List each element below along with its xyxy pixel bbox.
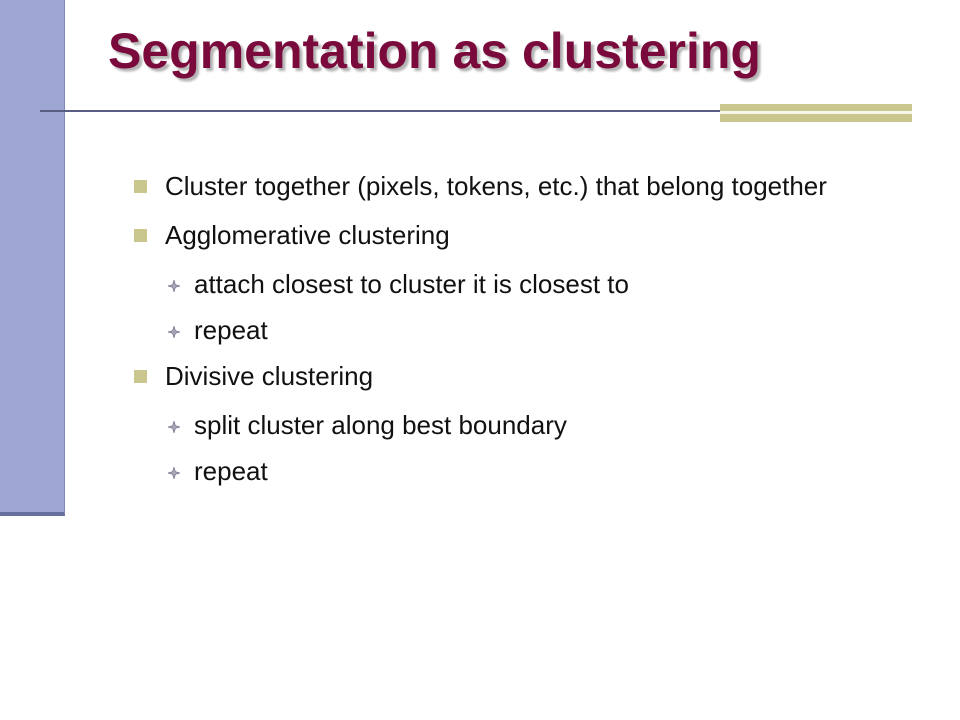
bullet-cluster-together: Cluster together (pixels, tokens, etc.) … [132, 168, 872, 205]
left-decorative-bar [0, 0, 65, 516]
slide-title: Segmentation as clustering [108, 23, 761, 79]
title-underline-rule [40, 110, 730, 112]
slide-bullet-list: Cluster together (pixels, tokens, etc.) … [132, 168, 872, 499]
subbullet-text: repeat [194, 456, 268, 486]
four-point-star-icon [168, 421, 180, 433]
subbullet-text: repeat [194, 315, 268, 345]
four-point-star-icon [168, 467, 180, 479]
title-accent-stripe [720, 111, 912, 114]
bullet-agglomerative-clustering: Agglomerative clustering [132, 217, 872, 254]
subbullet-text: split cluster along best boundary [194, 410, 567, 440]
subbullet-attach-closest: attach closest to cluster it is closest … [164, 266, 872, 302]
bullet-text: Agglomerative clustering [165, 220, 450, 250]
subbullet-repeat-divisive: repeat [164, 453, 872, 489]
subbullet-split-cluster: split cluster along best boundary [164, 407, 872, 443]
square-bullet-icon [134, 370, 147, 383]
subbullet-repeat-agglomerative: repeat [164, 312, 872, 348]
subbullet-text: attach closest to cluster it is closest … [194, 269, 629, 299]
bullet-text: Cluster together (pixels, tokens, etc.) … [165, 171, 827, 201]
bullet-text: Divisive clustering [165, 361, 374, 391]
four-point-star-icon [168, 326, 180, 338]
square-bullet-icon [134, 229, 147, 242]
four-point-star-icon [168, 280, 180, 292]
square-bullet-icon [134, 180, 147, 193]
bullet-divisive-clustering: Divisive clustering [132, 358, 872, 395]
